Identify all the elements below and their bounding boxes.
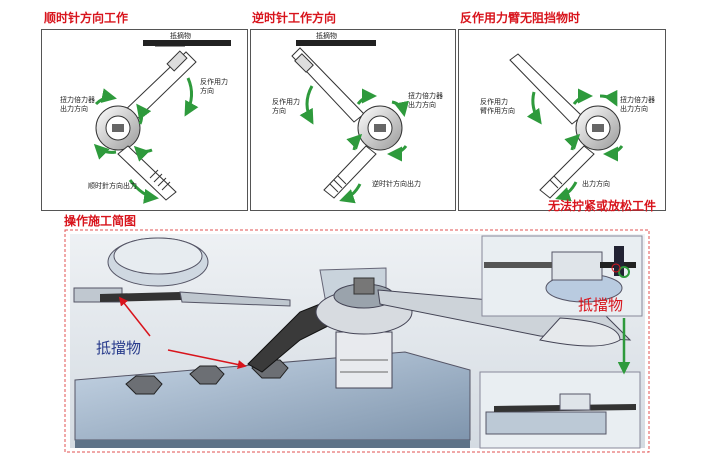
panel3-graphics	[509, 53, 624, 202]
title-operation: 操作施工简图	[64, 214, 137, 228]
p1-output-label: 扭力倍力器 出力方向	[60, 96, 95, 113]
p1-cw-output-label: 顺时針方向出力	[88, 182, 137, 190]
title-free-reaction: 反作用力臂无阻挡物时	[460, 11, 581, 25]
operation-stop-right-label: 抵擋物	[578, 296, 624, 314]
panel1-graphics	[93, 40, 231, 204]
p3-warning: 无法拧紧或放松工件	[548, 199, 657, 213]
p2-stop-label: 抵摘物	[316, 32, 337, 40]
title-counterclockwise: 逆时针工作方向	[252, 11, 337, 25]
p3-output-label: 扭力倍力器 出力方向	[620, 96, 655, 113]
p3-output-dir-label: 出力方向	[582, 180, 610, 188]
p2-output-label: 扭力倍力器 出力方向	[408, 92, 443, 109]
p3-reaction-label: 反作用力 臂作用方向	[480, 98, 515, 115]
operation-scene	[64, 229, 650, 453]
p2-ccw-output-label: 逆时针方向出力	[372, 180, 421, 188]
title-clockwise: 顺时针方向工作	[44, 11, 129, 25]
operation-stop-left-label: 抵擋物	[96, 339, 142, 357]
panel2-graphics	[291, 40, 409, 204]
p1-stop-label: 抵摘物	[170, 32, 191, 40]
p1-reaction-label: 反作用力 方向	[200, 78, 228, 95]
p2-reaction-label: 反作用力 方向	[272, 98, 300, 115]
